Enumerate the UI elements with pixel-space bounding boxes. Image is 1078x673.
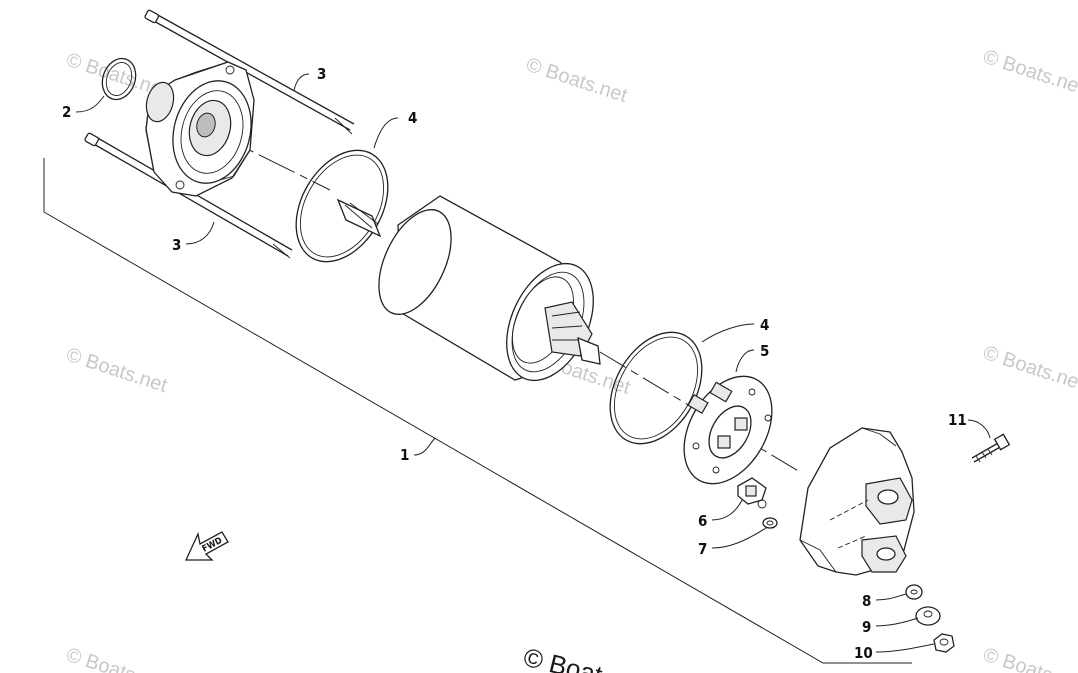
motor-housing — [336, 195, 601, 382]
callout-6: 6 — [698, 512, 707, 530]
through-bolt-upper — [144, 9, 355, 135]
lock-washer — [905, 584, 923, 600]
callout-11: 11 — [948, 411, 967, 429]
o-ring-small — [101, 57, 137, 101]
callout-10: 10 — [854, 644, 873, 662]
assembly-bracket — [43, 158, 912, 664]
fwd-label: FWD — [201, 536, 225, 555]
watermark-large: © Boat — [521, 642, 607, 673]
hex-nut — [933, 633, 955, 653]
brush-clip — [737, 477, 767, 509]
callout-4-left: 4 — [408, 109, 417, 127]
o-ring-right — [609, 331, 703, 445]
front-end-cap — [145, 61, 255, 197]
callout-3-lower: 3 — [172, 236, 181, 254]
rear-end-cap — [799, 427, 915, 576]
o-ring-small-inner — [105, 62, 133, 96]
watermark: © Boats.net — [63, 344, 170, 397]
callout-8: 8 — [862, 592, 871, 610]
callouts: 1 2 3 3 4 4 5 6 7 8 9 10 11 — [62, 65, 967, 662]
callout-3-upper: 3 — [317, 65, 326, 83]
callout-5: 5 — [760, 342, 769, 360]
leader-lines — [75, 73, 991, 653]
watermark: © Boats.net — [980, 46, 1078, 99]
callout-4-right: 4 — [760, 316, 769, 334]
o-ring-right-inner — [613, 336, 699, 440]
washer-small — [762, 517, 778, 529]
callout-2: 2 — [62, 103, 71, 121]
watermark: © Boats.net — [980, 342, 1078, 395]
callout-7: 7 — [698, 540, 707, 558]
fwd-arrow-icon: FWD — [184, 531, 229, 561]
washer-small-hole — [766, 520, 774, 526]
watermark: © Boats.net — [523, 54, 630, 107]
callout-9: 9 — [862, 618, 871, 636]
watermark: © Boats.net — [980, 644, 1078, 673]
watermark: © Boats.net — [63, 644, 170, 673]
bolt — [971, 433, 1011, 463]
callout-1: 1 — [400, 446, 409, 464]
flat-washer — [915, 606, 941, 626]
brush-plate — [683, 375, 773, 485]
